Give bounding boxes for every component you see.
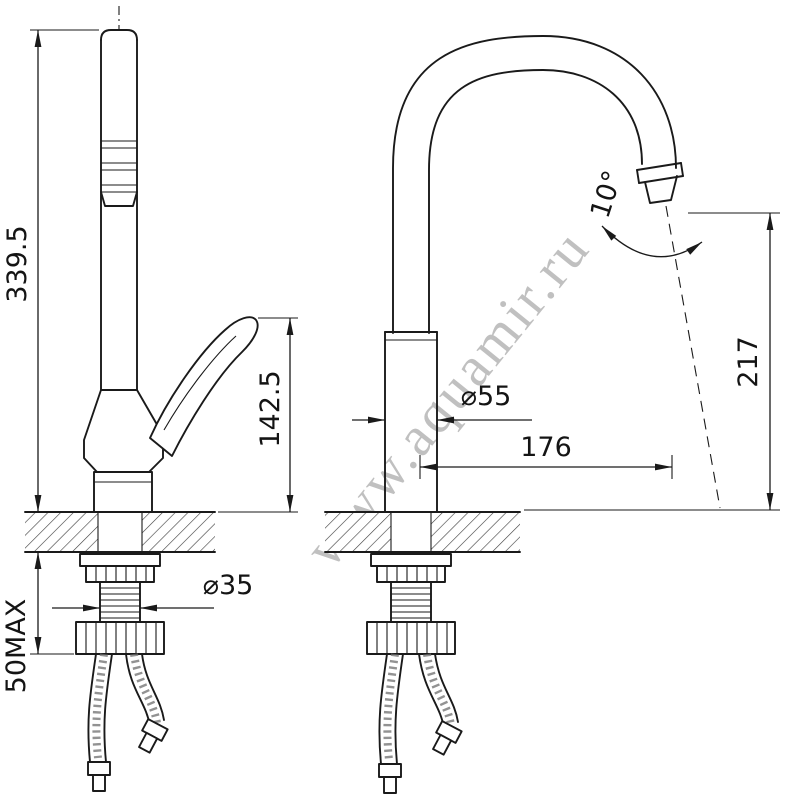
- spout-outer: [392, 35, 677, 334]
- front-view: [324, 35, 721, 794]
- spout-inner: [428, 69, 643, 334]
- threaded-shank: [99, 581, 141, 623]
- dimension-outlet-angle: 10°: [585, 167, 703, 258]
- mixer-body: [83, 389, 164, 473]
- spout-tip: [636, 162, 684, 204]
- dimension-mount-thickness: 50MAX: [1, 552, 74, 693]
- dim-body-diameter-label: ⌀55: [461, 381, 512, 412]
- handle-lever: [149, 316, 259, 457]
- dimension-handle-height: 142.5: [218, 317, 298, 513]
- mounting-nut: [75, 621, 165, 655]
- mounting-hardware-right: [366, 553, 456, 655]
- supply-hoses-left: [87, 653, 169, 792]
- dimension-outlet-height: 217: [524, 212, 780, 511]
- stream-line: [665, 205, 721, 509]
- dim-hole-diameter-label: ⌀35: [203, 570, 254, 601]
- pipe-top: [100, 29, 138, 41]
- dim-handle-height-label: 142.5: [255, 370, 286, 447]
- dim-spout-reach-label: 176: [520, 432, 572, 463]
- side-view: [24, 6, 259, 792]
- base-flange: [93, 471, 153, 513]
- dim-mount-thickness-label: 50MAX: [1, 599, 32, 694]
- dimension-body-diameter: ⌀55: [352, 381, 532, 424]
- dimension-hole-diameter: ⌀35: [52, 570, 254, 612]
- supply-hoses-right: [378, 653, 463, 794]
- mounting-hardware-left: [75, 553, 165, 655]
- dimension-total-height: 339.5: [2, 29, 99, 512]
- dimension-spout-reach: 176: [419, 432, 673, 479]
- dim-total-height-label: 339.5: [2, 225, 33, 302]
- countertop-left: [24, 511, 216, 553]
- dim-outlet-angle-label: 10°: [585, 167, 629, 222]
- aerator-tip: [100, 191, 138, 207]
- countertop-right: [324, 511, 521, 553]
- dim-outlet-height-label: 217: [733, 336, 764, 388]
